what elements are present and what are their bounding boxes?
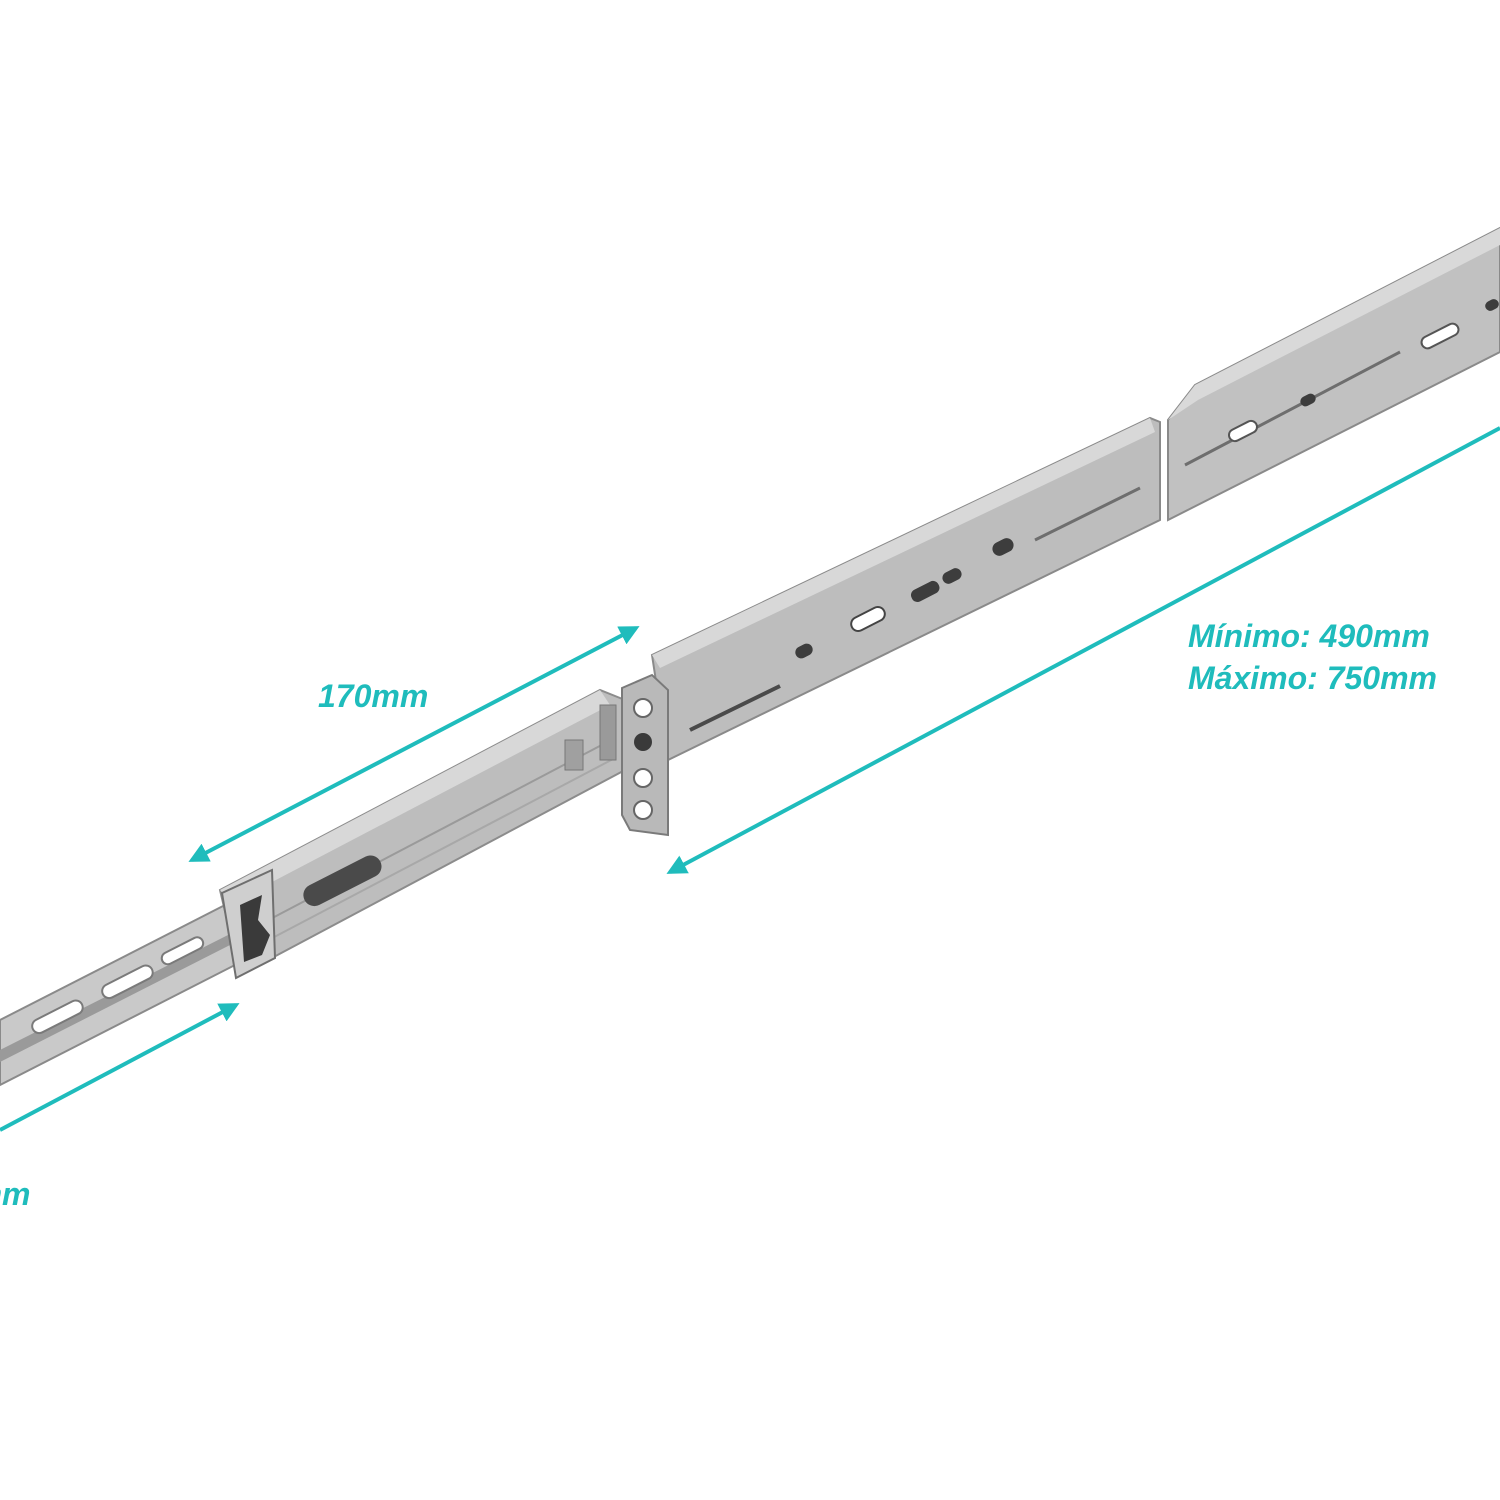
dimension-arrow-length <box>666 426 1500 874</box>
outer-rail-front <box>621 416 1161 837</box>
dimension-label-length-range: Mínimo: 490mm Máximo: 750mm <box>1188 615 1437 699</box>
dimension-label-partial: 80mm <box>0 1176 31 1212</box>
dimension-arrow-170 <box>188 626 640 862</box>
middle-rail <box>218 688 626 980</box>
inner-rail <box>0 903 237 1087</box>
length-min-label: Mínimo: 490mm <box>1188 618 1430 654</box>
length-max-label: Máximo: 750mm <box>1188 660 1437 696</box>
dimension-label-170mm: 170mm <box>318 678 429 714</box>
outer-rail-rear <box>1167 226 1500 522</box>
dimension-arrow-left <box>0 1003 240 1132</box>
